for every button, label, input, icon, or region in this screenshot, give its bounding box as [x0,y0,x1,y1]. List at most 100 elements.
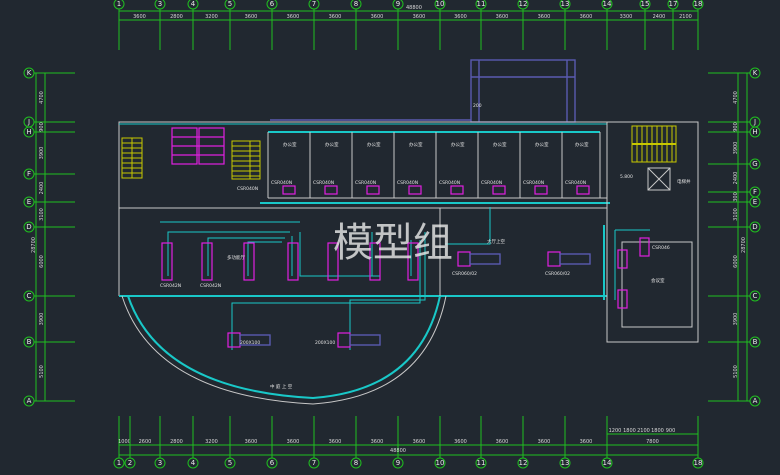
axis-bubble-left: K [23,67,35,79]
office-label: 办公室 [493,141,507,148]
dimension-text: 1200 [609,428,622,434]
top-protrusion [470,59,576,123]
fan-coil-unit [324,185,338,195]
axis-bubble-top: 8 [350,0,362,10]
axis-label: 7 [312,0,316,8]
office-label: 办公室 [451,141,465,148]
cassette-unit [327,242,339,281]
axis-bubble-top: 10 [434,0,446,10]
axis-bubble-top: 11 [475,0,487,10]
axis-bubble-top: 12 [517,0,529,10]
air-handler [227,332,241,348]
ducts [160,207,650,350]
axis-bubble-right: H [749,126,761,138]
total-width-top: 48800 [406,5,422,11]
axis-bubble-bottom: 13 [559,457,571,469]
total-width-bottom: 48800 [390,448,406,454]
unit-label: CSR040N [481,180,502,186]
room-labels: 多功能厅 大厅上空 会议室 中 庭 上 空 电梯井 5.800 CSR042N … [160,103,691,390]
dimension-text: 3600 [329,439,342,445]
axis-label: B [27,338,32,346]
axis-bubble-right: C [749,290,761,302]
axis-bubble-left: H [23,126,35,138]
dimension-text: 3600 [580,439,593,445]
axis-label: 3 [158,459,162,467]
axis-bubble-bottom: 8 [350,457,362,469]
axis-label: D [752,223,757,231]
east-wing [606,121,699,343]
axis-bubble-bottom: 12 [517,457,529,469]
dimension-text: 3600 [287,439,300,445]
axis-label: C [753,292,758,300]
air-handler [547,251,561,267]
fan-coil-unit [492,185,506,195]
stair-left [121,137,143,179]
dimension-text: 2400 [39,182,45,195]
watermark: 模型组 [333,220,453,266]
axis-label: J [27,118,30,126]
axis-label: 14 [603,459,612,467]
axis-label: G [752,160,757,168]
dimension-text: 1000 [118,439,131,445]
dimension-text: 1800 [651,428,664,434]
axis-label: 4 [191,0,196,8]
cassette-unit [617,249,628,269]
label-unit-c: CSR040N [237,186,258,192]
cassette-unit [161,242,173,281]
label-meeting: 会议室 [651,277,665,284]
dimension-text: 2600 [139,439,152,445]
axis-bubble-top: 18 [692,0,704,10]
axis-label: 7 [312,459,316,467]
dimension-text: 3100 [39,208,45,221]
toilet-fixtures [171,127,225,165]
axis-label: 10 [436,459,445,467]
axis-label: 17 [669,0,678,8]
office-label: 办公室 [409,141,423,148]
axis-label: 9 [396,459,400,467]
axis-bubble-left: F [23,168,35,180]
axis-label: 11 [477,459,486,467]
axis-label: 2 [128,459,132,467]
axis-bubble-top: 5 [224,0,236,10]
dimension-text: 4700 [733,91,739,104]
axis-label: A [753,397,758,405]
axis-bubble-top: 7 [308,0,320,10]
dimension-text: 3600 [133,14,146,20]
axis-bubble-top: 17 [667,0,679,10]
total-depth-right: 28700 [741,237,747,253]
axis-bubble-bottom: 9 [392,457,404,469]
axis-bubble-left: D [23,221,35,233]
cassette-unit [201,242,213,281]
axis-bubble-bottom: 1 [113,457,125,469]
dimension-text: 3600 [245,14,258,20]
axis-bubble-left: A [23,395,35,407]
axis-bubble-bottom: 2 [124,457,136,469]
dimension-text: 7800 [646,439,659,445]
axis-bubble-bottom: 10 [434,457,446,469]
axis-label: 9 [396,0,400,8]
dimension-text: 3900 [39,147,45,160]
axis-bubble-bottom: 7 [308,457,320,469]
dimension-text: 4700 [39,91,45,104]
fan-coil-unit [576,185,590,195]
axis-label: 1 [117,459,121,467]
axis-bubble-bottom: 6 [266,457,278,469]
axis-bubble-bottom: 4 [187,457,199,469]
curved-facade [127,295,441,400]
axis-bubble-bottom: 5 [224,457,236,469]
label-atrium: 中 庭 上 空 [270,383,293,390]
axis-label: 14 [603,0,612,8]
dimension-text: 3600 [538,14,551,20]
axis-label: K [27,69,32,77]
dimension-text: 2400 [653,14,666,20]
dimension-text: 3600 [245,439,258,445]
fan-coil-unit [534,185,548,195]
dimension-text: 6000 [733,255,739,268]
dimension-text: 5100 [39,365,45,378]
dimension-text: 5100 [733,365,739,378]
axis-bubble-right: D [749,221,761,233]
fan-coil-unit [366,185,380,195]
axis-label: F [753,188,757,196]
